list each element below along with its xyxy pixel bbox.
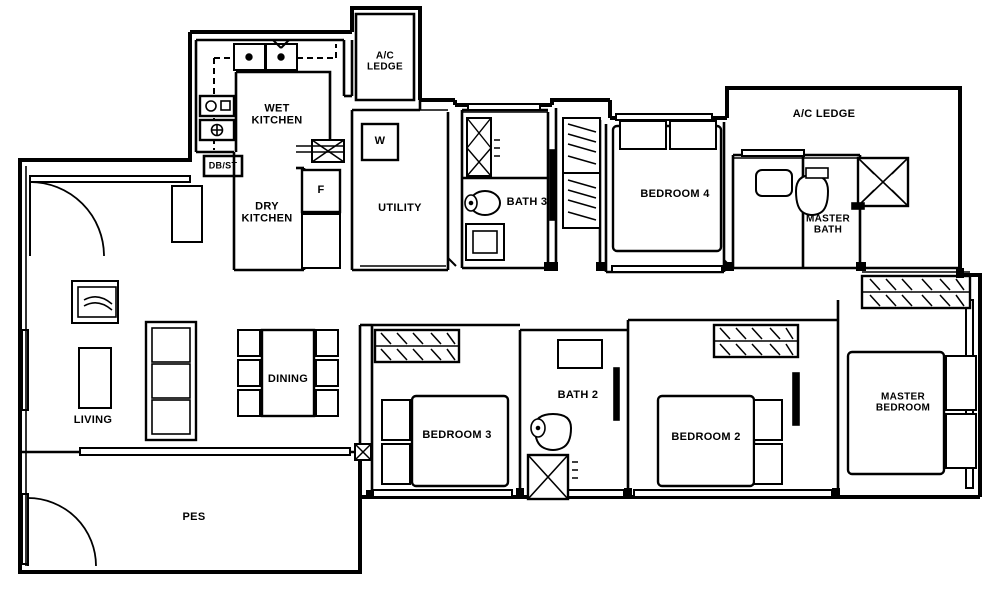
bath-2-fixtures (526, 339, 620, 501)
bedroom-2-furniture (656, 323, 800, 488)
master-bath-fixtures (755, 156, 910, 216)
dining-furniture (237, 328, 339, 418)
doors (27, 181, 733, 567)
bedroom-3-furniture (373, 328, 510, 488)
detail-lines (19, 109, 970, 572)
wardrobe-bedroom-4 (549, 117, 601, 229)
bedroom-4-furniture (611, 120, 723, 253)
wall-stubs (366, 262, 964, 498)
bath-3-fixtures (464, 117, 505, 261)
electrical-markers (354, 443, 372, 461)
master-bedroom-furniture (846, 274, 977, 476)
living-furniture (71, 185, 203, 442)
